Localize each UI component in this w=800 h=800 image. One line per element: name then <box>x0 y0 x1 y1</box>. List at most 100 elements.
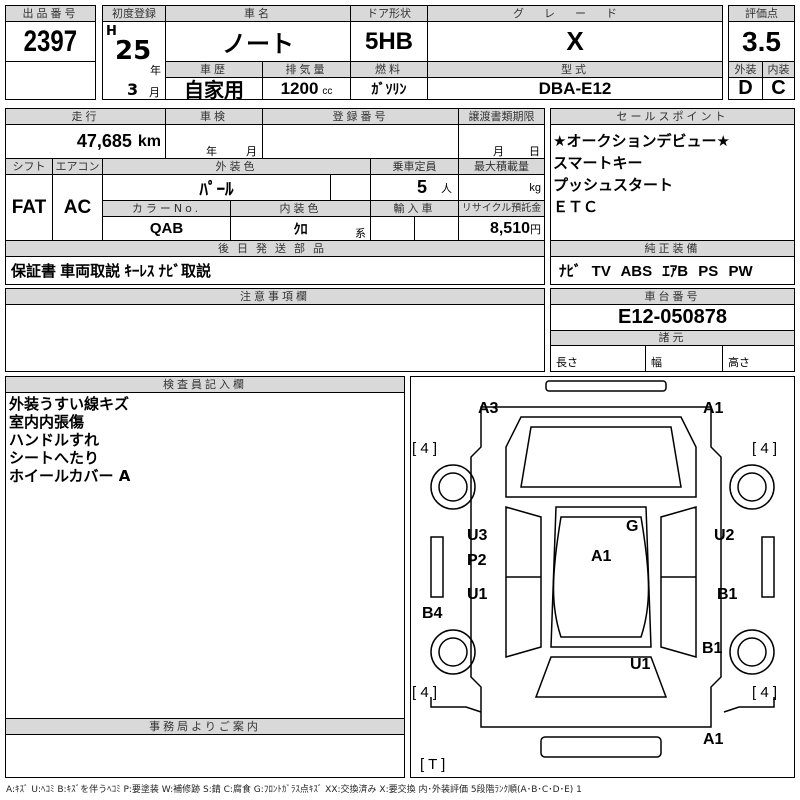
damage-mark: U3 <box>467 527 488 544</box>
ext-score-label: 外装 <box>728 61 763 78</box>
ac-value: AC <box>52 174 103 241</box>
model-label: 型式 <box>427 61 723 78</box>
car-name: ノート <box>165 21 351 62</box>
int-score: C <box>762 77 795 100</box>
shift-value: FAT <box>5 174 53 241</box>
fuel-value: ｶﾞｿﾘﾝ <box>350 77 428 100</box>
transfer-value: 月日 <box>458 124 545 159</box>
notes-label: 注意事項欄 <box>5 288 545 305</box>
mileage-label: 走行 <box>5 108 166 125</box>
int-color-value: ｸﾛ系 <box>230 216 371 241</box>
ext-color-label: 外装色 <box>102 158 371 175</box>
damage-mark: B1 <box>717 586 738 603</box>
damage-mark: U1 <box>630 656 651 673</box>
lot-blank <box>5 61 96 100</box>
car-outline-icon <box>430 380 775 758</box>
chassis-label: 車台番号 <box>550 288 795 305</box>
inspector-item: ホイールカバー A <box>9 467 131 485</box>
equipment-value: ﾅﾋﾞ TV ABS ｴｱB PS PW <box>550 256 795 285</box>
first-reg-label: 初度登録 <box>102 5 166 22</box>
history-value: 自家用 <box>165 77 263 102</box>
damage-mark: B1 <box>702 640 723 657</box>
chassis-value: E12-050878 <box>550 304 795 331</box>
damage-mark: U2 <box>714 527 735 544</box>
shift-label: シフト <box>5 158 53 175</box>
ext-color-extra <box>330 174 371 201</box>
sales-points-box: ★オークションデビュー★ スマートキー プッシュスタート ＥＴＣ <box>550 124 795 241</box>
damage-mark: A1 <box>703 400 724 417</box>
parts-later-label: 後日発送部品 <box>5 240 545 257</box>
inspector-item: シートへたり <box>9 449 100 467</box>
grade-label: グレード <box>427 5 723 22</box>
equipment-label: 純正装備 <box>550 240 795 257</box>
inspection-label: 車検 <box>165 108 263 125</box>
sales-point-item: ★オークションデビュー★ <box>553 132 730 150</box>
spec-height: 高さ <box>722 345 795 372</box>
notes-box <box>5 304 545 372</box>
recycle-label: リサイクル預託金 <box>458 200 545 217</box>
door-label: ドア形状 <box>350 5 428 22</box>
ext-color-value: ﾊﾟｰﾙ <box>102 174 331 201</box>
fuel-label: 燃料 <box>350 61 428 78</box>
damage-mark: A3 <box>478 400 499 417</box>
sales-point-item: プッシュスタート <box>553 176 674 194</box>
color-no-label: カラーNo. <box>102 200 231 217</box>
sales-point-item: ＥＴＣ <box>553 198 599 216</box>
reg-no-label: 登録番号 <box>262 108 459 125</box>
inspection-value: 年月 <box>165 124 263 159</box>
lot-number: 2397 <box>5 21 96 62</box>
grade-value: X <box>427 21 723 62</box>
tire-mark: [ 4 ] <box>412 684 438 701</box>
max-load-value: kg <box>458 174 545 201</box>
inspector-item: ハンドルすれ <box>9 431 100 449</box>
tire-mark: [ 4 ] <box>752 440 778 457</box>
damage-mark: A1 <box>591 548 612 565</box>
office-box <box>5 734 405 778</box>
damage-mark: B4 <box>422 605 443 622</box>
spec-length: 長さ <box>550 345 646 372</box>
office-label: 事務局よりご案内 <box>5 718 405 735</box>
damage-mark: G <box>626 518 639 535</box>
int-color-label: 内装色 <box>230 200 371 217</box>
car-diagram <box>410 376 795 778</box>
first-reg-value: H 25 年 3 月 <box>102 21 166 100</box>
inspector-item: 室内内張傷 <box>9 413 85 431</box>
spare-tire-mark: [ T ] <box>420 756 446 773</box>
import-value-1 <box>370 216 415 241</box>
tire-mark: [ 4 ] <box>412 440 438 457</box>
import-value-2 <box>414 216 459 241</box>
reg-no-value <box>262 124 459 159</box>
capacity-label: 乗車定員 <box>370 158 459 175</box>
int-score-label: 内装 <box>762 61 795 78</box>
sales-point-item: スマートキー <box>553 154 643 172</box>
inspector-label: 検査員記入欄 <box>5 376 405 393</box>
legend: A:ｷｽﾞ U:ﾍｺﾐ B:ｷｽﾞを伴うﾍｺﾐ P:要塗装 W:補修跡 S:錆 … <box>6 785 582 795</box>
car-name-label: 車名 <box>165 5 351 22</box>
score-value: 3.5 <box>728 21 795 62</box>
ac-label: エアコン <box>52 158 103 175</box>
lot-label: 出品番号 <box>5 5 96 22</box>
inspector-item: 外装うすい線キズ <box>9 395 130 413</box>
damage-mark: A1 <box>703 731 724 748</box>
ext-score: D <box>728 77 763 100</box>
door-value: 5HB <box>350 21 428 62</box>
score-label: 評価点 <box>728 5 795 22</box>
spec-width: 幅 <box>645 345 723 372</box>
max-load-label: 最大積載量 <box>458 158 545 175</box>
damage-mark: P2 <box>467 552 487 569</box>
tire-mark: [ 4 ] <box>752 684 778 701</box>
parts-later-value: 保証書 車両取説 ｷｰﾚｽ ﾅﾋﾞ取説 <box>5 256 545 285</box>
displacement-label: 排気量 <box>262 61 351 78</box>
specs-label: 諸元 <box>550 330 795 346</box>
transfer-label: 譲渡書類期限 <box>458 108 545 125</box>
sales-points-label: セールスポイント <box>550 108 795 125</box>
import-label: 輸入車 <box>370 200 459 217</box>
model-value: DBA-E12 <box>427 77 723 100</box>
color-no-value: QAB <box>102 216 231 241</box>
damage-mark: U1 <box>467 586 488 603</box>
inspector-box: 外装うすい線キズ 室内内張傷 ハンドルすれ シートへたり ホイールカバー A <box>5 392 405 719</box>
